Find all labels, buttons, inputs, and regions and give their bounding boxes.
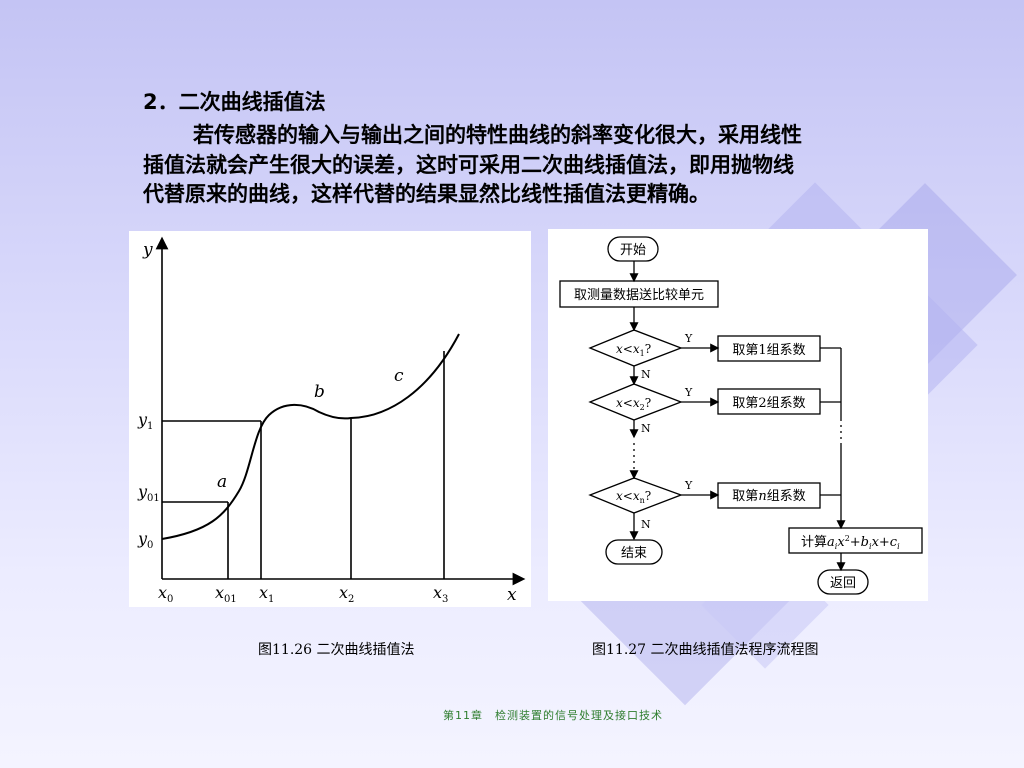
y0-label: y0: [137, 529, 153, 551]
paragraph-line: 插值法就会产生很大的误差，这时可采用二次曲线插值法，即用抛物线: [143, 152, 794, 177]
x-axis-label: x: [507, 585, 517, 605]
characteristic-curve: [161, 333, 460, 540]
start-label: 开始: [620, 243, 646, 258]
y01-label: y01: [137, 482, 160, 504]
x2-label: x2: [339, 583, 354, 605]
yes-label-2: Y: [684, 386, 693, 399]
end-terminal: [605, 539, 663, 565]
flowchart-figure: 开始 取测量数据送比较单元 x<x1? x<x2? x<xn? Y Y Y N …: [548, 229, 928, 601]
y1-label: y1: [137, 410, 153, 432]
no-label-2: N: [641, 422, 651, 435]
no-label-1: N: [641, 368, 651, 381]
body-paragraph: 若传感器的输入与输出之间的特性曲线的斜率变化很大，采用线性 插值法就会产生很大的…: [143, 121, 943, 210]
yes-label-n: Y: [684, 479, 693, 492]
section-heading: 2．二次曲线插值法: [143, 90, 326, 114]
chapter-footer: 第11章 检测装置的信号处理及接口技术: [443, 709, 663, 722]
coef-2-label: 取第2组系数: [732, 396, 805, 411]
x01-label: x01: [215, 583, 237, 605]
no-label-n: N: [641, 518, 651, 531]
segment-b-label: b: [314, 382, 325, 402]
segment-c-label: c: [394, 366, 404, 386]
coef-1-label: 取第1组系数: [732, 343, 805, 358]
start-terminal: [607, 236, 659, 262]
fetch-data-label: 取测量数据送比较单元: [574, 288, 704, 303]
figure1-caption: 图11.26 二次曲线插值法: [258, 642, 415, 658]
x0-label: x0: [158, 583, 173, 605]
condition-1-label: x<x1?: [616, 342, 651, 358]
figure2-caption: 图11.27 二次曲线插值法程序流程图: [592, 642, 819, 658]
condition-2-label: x<x2?: [616, 396, 651, 412]
coef-n-label: 取第n组系数: [732, 489, 805, 504]
interpolation-curve-figure: y x y1 y01 y0 x0 x01 x1 x2 x3 a b c: [129, 231, 531, 607]
x3-label: x3: [433, 583, 448, 605]
paragraph-line: 代替原来的曲线，这样代替的结果显然比线性插值法更精确。: [143, 182, 710, 206]
condition-n-label: x<xn?: [616, 489, 651, 505]
end-label: 结束: [621, 546, 647, 561]
return-terminal: [817, 569, 869, 595]
compute-box: [788, 527, 923, 554]
segment-a-label: a: [217, 472, 227, 492]
paragraph-line: 若传感器的输入与输出之间的特性曲线的斜率变化很大，采用线性: [193, 123, 802, 147]
fetch-data-box: [559, 280, 719, 308]
x1-label: x1: [259, 583, 274, 605]
y-axis-label: y: [142, 240, 153, 260]
yes-label-1: Y: [684, 332, 693, 345]
return-label: 返回: [830, 576, 856, 591]
compute-label: 计算aix2+bix+ci: [801, 534, 900, 551]
